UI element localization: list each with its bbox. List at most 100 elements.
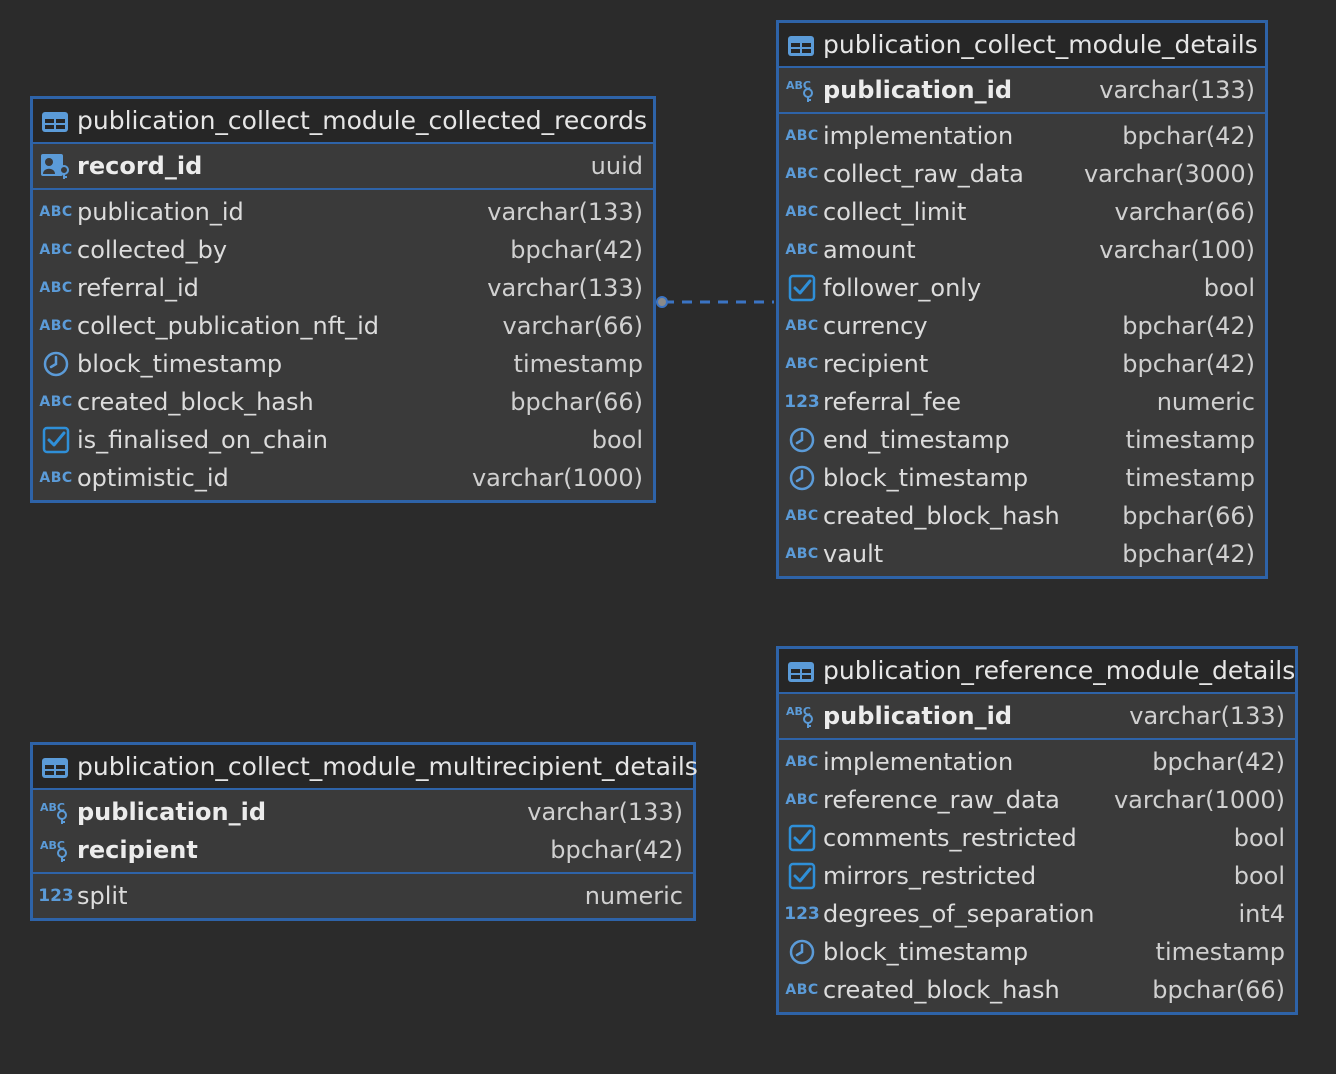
- column-type: bool: [1233, 862, 1285, 890]
- column-name: comments_restricted: [823, 824, 1077, 852]
- column-type: timestamp: [513, 350, 643, 378]
- text-type-icon: ABC: [39, 204, 73, 220]
- column-type: bpchar(42): [1122, 350, 1255, 378]
- table-header[interactable]: publication_collect_module_collected_rec…: [33, 99, 653, 144]
- table-header[interactable]: publication_collect_module_multirecipien…: [33, 745, 698, 790]
- column-name: degrees_of_separation: [823, 900, 1095, 928]
- column-type: varchar(133): [527, 798, 683, 826]
- table-multirecipient-details[interactable]: publication_collect_module_multirecipien…: [30, 742, 698, 921]
- column-type: varchar(66): [1114, 198, 1256, 226]
- column-name: record_id: [77, 152, 203, 180]
- clock-icon: [785, 426, 819, 454]
- table-header[interactable]: publication_reference_module_details: [779, 649, 1295, 694]
- column-name: recipient: [823, 350, 929, 378]
- table-icon: [41, 110, 69, 132]
- clock-icon: [39, 350, 73, 378]
- column-type: uuid: [590, 152, 643, 180]
- column-type: varchar(133): [1099, 76, 1255, 104]
- column-name: block_timestamp: [823, 464, 1029, 492]
- text-type-icon: ABC: [785, 166, 819, 182]
- column-name: split: [77, 882, 128, 910]
- column-type: bpchar(42): [510, 236, 643, 264]
- primary-key-section: record_id uuid: [33, 144, 653, 190]
- column-type: bpchar(42): [1122, 312, 1255, 340]
- table-collected-records[interactable]: publication_collect_module_collected_rec…: [30, 96, 656, 503]
- column-name: implementation: [823, 748, 1014, 776]
- relation-connector[interactable]: [652, 290, 776, 314]
- table-header[interactable]: publication_collect_module_details: [779, 23, 1265, 68]
- column-type: int4: [1238, 900, 1285, 928]
- column-type: varchar(1000): [471, 464, 643, 492]
- column-type: bpchar(66): [1152, 976, 1285, 1004]
- table-title: publication_collect_module_multirecipien…: [77, 752, 698, 781]
- text-type-icon: ABC: [39, 470, 73, 486]
- column-name: amount: [823, 236, 916, 264]
- column-type: numeric: [1156, 388, 1255, 416]
- svg-text:ABC: ABC: [40, 839, 65, 852]
- column-type: varchar(1000): [1113, 786, 1285, 814]
- column-name: follower_only: [823, 274, 982, 302]
- text-key-icon: ABC: [785, 703, 819, 729]
- column-type: varchar(133): [1129, 702, 1285, 730]
- table-icon: [787, 34, 815, 56]
- column-type: varchar(100): [1099, 236, 1255, 264]
- numeric-type-icon: 123: [784, 392, 820, 412]
- uuid-key-icon: [39, 152, 73, 180]
- checkbox-icon: [785, 824, 819, 852]
- text-type-icon: ABC: [785, 546, 819, 562]
- key-column-row[interactable]: record_id uuid: [33, 147, 653, 185]
- column-type: bpchar(42): [1122, 122, 1255, 150]
- text-type-icon: ABC: [785, 754, 819, 770]
- numeric-type-icon: 123: [784, 904, 820, 924]
- table-title: publication_collect_module_collected_rec…: [77, 106, 647, 135]
- column-type: varchar(133): [487, 274, 643, 302]
- text-type-icon: ABC: [39, 394, 73, 410]
- column-row[interactable]: block_timestamp timestamp: [779, 459, 1265, 497]
- column-name: recipient: [77, 836, 198, 864]
- column-name: reference_raw_data: [823, 786, 1060, 814]
- text-key-icon: ABC: [39, 837, 73, 863]
- column-name: created_block_hash: [77, 388, 314, 416]
- column-name: publication_id: [77, 198, 244, 226]
- column-type: timestamp: [1125, 464, 1255, 492]
- column-name: publication_id: [77, 798, 266, 826]
